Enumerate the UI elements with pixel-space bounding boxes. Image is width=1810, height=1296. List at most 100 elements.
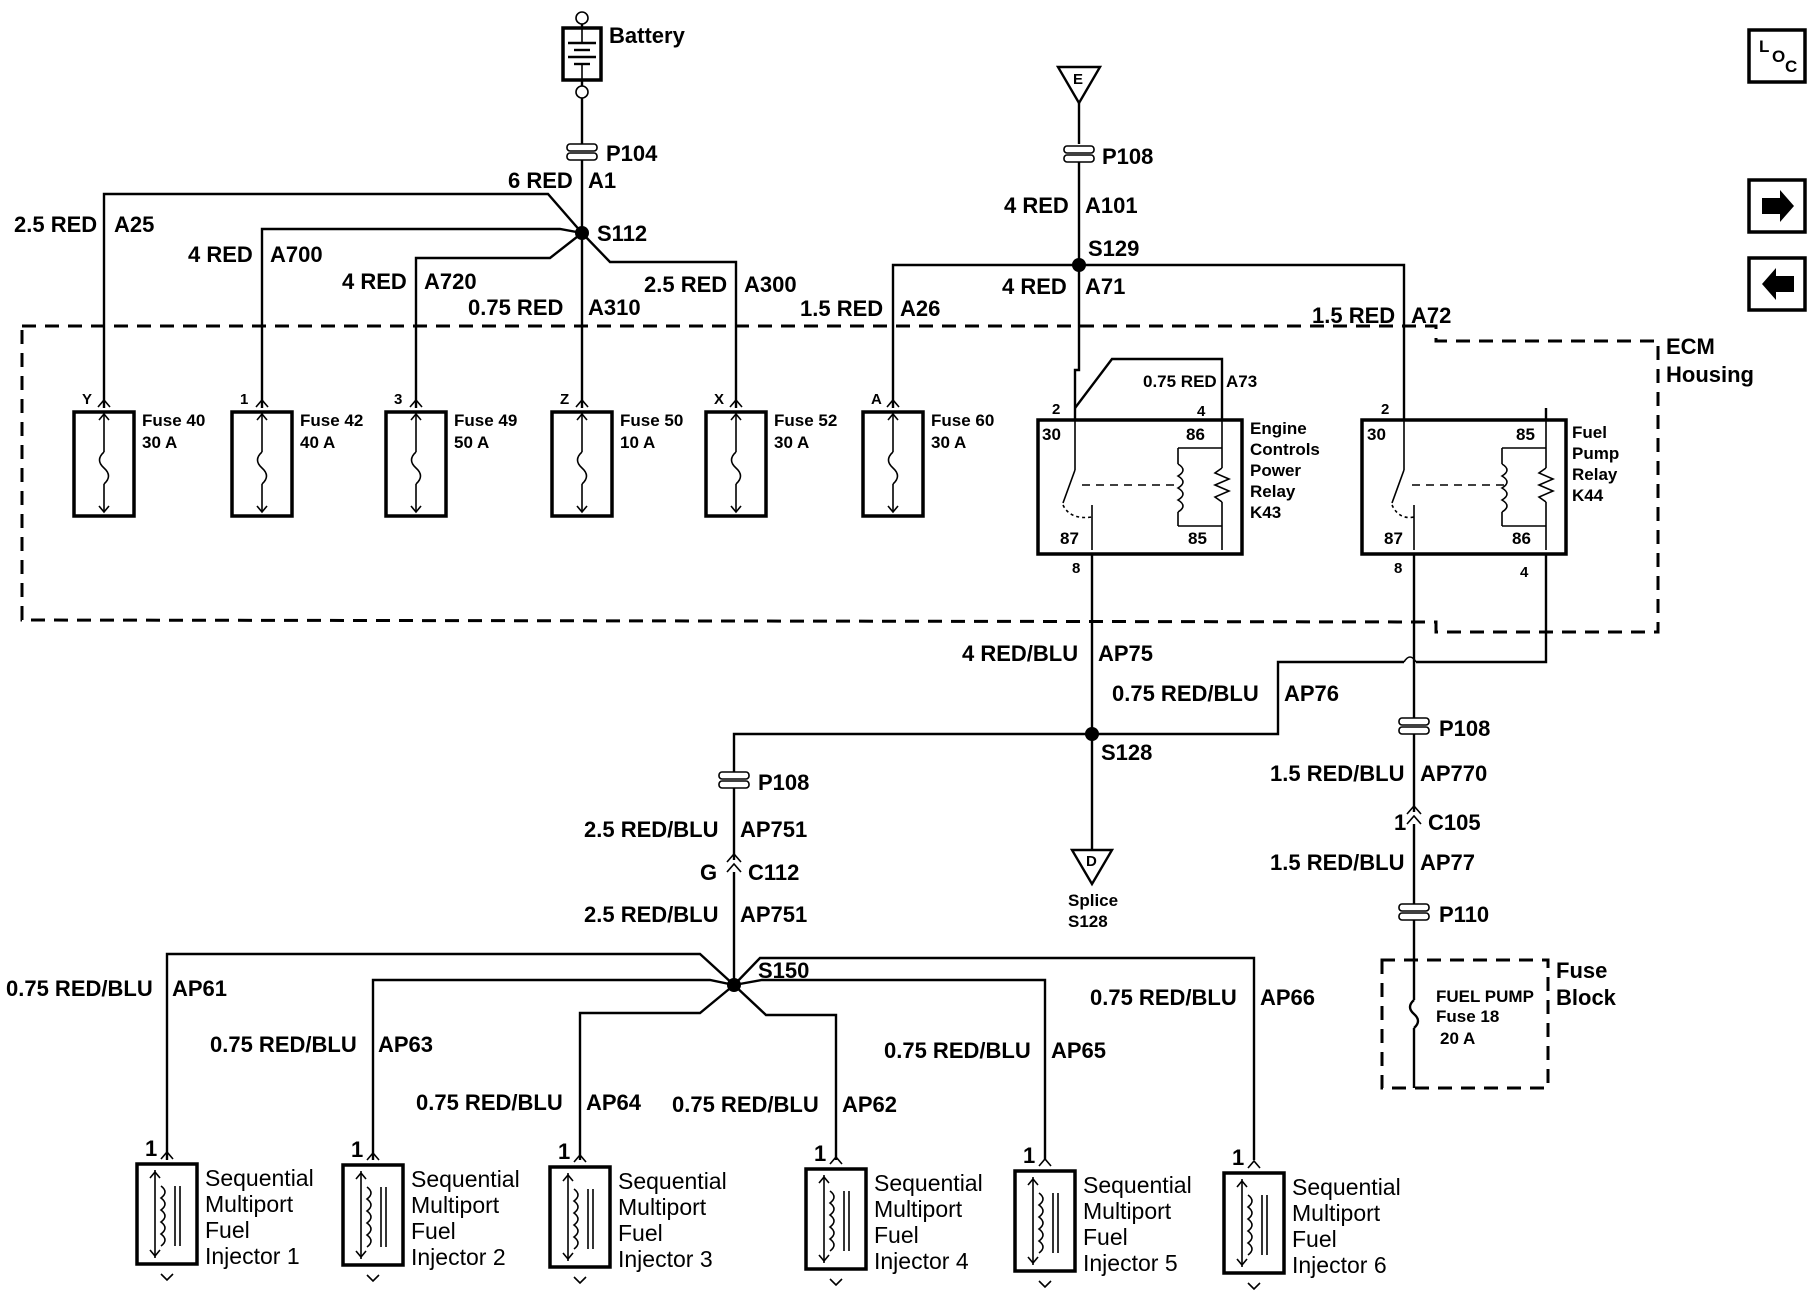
injector-label-line: Injector 6 — [1292, 1252, 1387, 1278]
battery-symbol — [561, 11, 603, 99]
k43-name-1: Engine — [1250, 419, 1307, 438]
injector-label-line: Sequential — [411, 1166, 520, 1192]
k43-terminal-86: 86 — [1186, 425, 1205, 444]
k43-pin-4: 4 — [1197, 403, 1206, 420]
fuse-name: Fuse 40 — [142, 411, 205, 430]
injector-pin: 1 — [145, 1136, 157, 1161]
injector-label-line: Multiport — [618, 1194, 707, 1220]
k44-name-2: Pump — [1572, 444, 1619, 463]
fuse-pin-label: A — [871, 391, 882, 408]
k44-name-4: K44 — [1572, 486, 1604, 505]
connector-p108-left — [718, 771, 750, 789]
fuse-name: Fuse 42 — [300, 411, 363, 430]
splice-d-symbol — [1069, 848, 1115, 887]
injector-wire-gauge: 0.75 RED/BLU — [210, 1032, 357, 1057]
battery-label: Battery — [609, 23, 686, 48]
k43-name-4: Relay — [1250, 482, 1296, 501]
wire-ap751a-gauge: 2.5 RED/BLU — [584, 817, 718, 842]
k43-pin-8: 8 — [1072, 560, 1080, 577]
c112-pin: G — [700, 860, 717, 885]
injector-label-line: Multiport — [205, 1191, 294, 1217]
fuse-rating: 30 A — [142, 433, 177, 452]
ecm-label-1: ECM — [1666, 334, 1715, 359]
fuse-rating: 10 A — [620, 433, 655, 452]
injector-wire-circuit: AP66 — [1260, 985, 1315, 1010]
wire-a73-gauge: 0.75 RED — [1143, 372, 1217, 391]
fuse-name: Fuse 60 — [931, 411, 994, 430]
wire-ap76-circuit: AP76 — [1284, 681, 1339, 706]
fuse-block-label-1: Fuse — [1556, 958, 1607, 983]
c105-pin: 1 — [1394, 810, 1406, 835]
s129-label: S129 — [1088, 236, 1139, 261]
fuse-name: Fuse 50 — [620, 411, 683, 430]
fuse-rating: 50 A — [454, 433, 489, 452]
k44-terminal-85: 85 — [1516, 425, 1535, 444]
p108-right-label: P108 — [1439, 716, 1490, 741]
injector-label-line: Sequential — [205, 1165, 314, 1191]
loc-letter-l: L — [1759, 37, 1769, 56]
injector-label-line: Sequential — [1292, 1174, 1401, 1200]
wire-ap751b-circuit: AP751 — [740, 902, 807, 927]
injector-wire-gauge: 0.75 RED/BLU — [6, 976, 153, 1001]
fuse-18-name: FUEL PUMP — [1436, 987, 1534, 1006]
fuse-name: Fuse 49 — [454, 411, 517, 430]
injector-label-line: Sequential — [1083, 1172, 1192, 1198]
injector-label-line: Fuel — [874, 1222, 919, 1248]
wire-a310-gauge: 0.75 RED — [468, 295, 563, 320]
wire-a71-circuit: A71 — [1085, 274, 1125, 299]
k44-pin-2: 2 — [1381, 401, 1389, 418]
wire-a300-circuit: A300 — [744, 272, 797, 297]
ground-e-symbol — [1055, 65, 1103, 144]
fuse-18-rating: 20 A — [1440, 1029, 1475, 1048]
wire-ap75-circuit: AP75 — [1098, 641, 1153, 666]
p108-left-label: P108 — [758, 770, 809, 795]
fuse-pin-label: 1 — [240, 391, 248, 408]
k43-terminal-87: 87 — [1060, 529, 1079, 548]
loc-letter-o: O — [1772, 47, 1785, 66]
relay-k43 — [1036, 357, 1244, 556]
injector-label-line: Fuel — [618, 1220, 663, 1246]
connector-p104 — [566, 143, 598, 161]
k43-terminal-30: 30 — [1042, 425, 1061, 444]
relay-k44 — [1360, 408, 1568, 556]
injector-label-line: Sequential — [874, 1170, 983, 1196]
wire-ap77-circuit: AP77 — [1420, 850, 1475, 875]
fuse-rating: 40 A — [300, 433, 335, 452]
wire-a1-circuit: A1 — [588, 168, 616, 193]
wire-ap75-gauge: 4 RED/BLU — [962, 641, 1078, 666]
wire-a700-circuit: A700 — [270, 242, 323, 267]
fuse-pin-label: Z — [560, 391, 569, 408]
wire-a26-circuit: A26 — [900, 296, 940, 321]
back-button[interactable] — [1747, 256, 1807, 312]
injector-wire-circuit: AP65 — [1051, 1038, 1106, 1063]
connector-c112 — [726, 852, 742, 873]
wire-a720-circuit: A720 — [424, 269, 477, 294]
forward-button[interactable] — [1747, 178, 1807, 234]
fuse-rating: 30 A — [774, 433, 809, 452]
wire-ap751b-gauge: 2.5 RED/BLU — [584, 902, 718, 927]
c105-label: C105 — [1428, 810, 1481, 835]
k44-pin-4: 4 — [1520, 564, 1529, 581]
splice-caption-2: S128 — [1068, 912, 1108, 931]
k43-name-5: K43 — [1250, 503, 1281, 522]
arrow-left-icon — [1762, 268, 1794, 300]
p110-label: P110 — [1439, 902, 1489, 927]
injector-label-line: Fuel — [1292, 1226, 1337, 1252]
connector-c105 — [1406, 804, 1422, 825]
fuse-pin-label: Y — [82, 391, 92, 408]
injector-label-line: Fuel — [411, 1218, 456, 1244]
injector-label-line: Sequential — [618, 1168, 727, 1194]
loc-button[interactable]: L O C — [1747, 28, 1807, 84]
injector-label-line: Injector 2 — [411, 1244, 506, 1270]
splice-caption-1: Splice — [1068, 891, 1118, 910]
fuse-pin-label: X — [714, 391, 724, 408]
injector-pin: 1 — [558, 1139, 570, 1164]
ecm-label-2: Housing — [1666, 362, 1754, 387]
injector-label-line: Injector 3 — [618, 1246, 713, 1272]
wire-a300-gauge: 2.5 RED — [644, 272, 727, 297]
c112-label: C112 — [748, 860, 799, 885]
connector-p108-right — [1398, 717, 1430, 735]
